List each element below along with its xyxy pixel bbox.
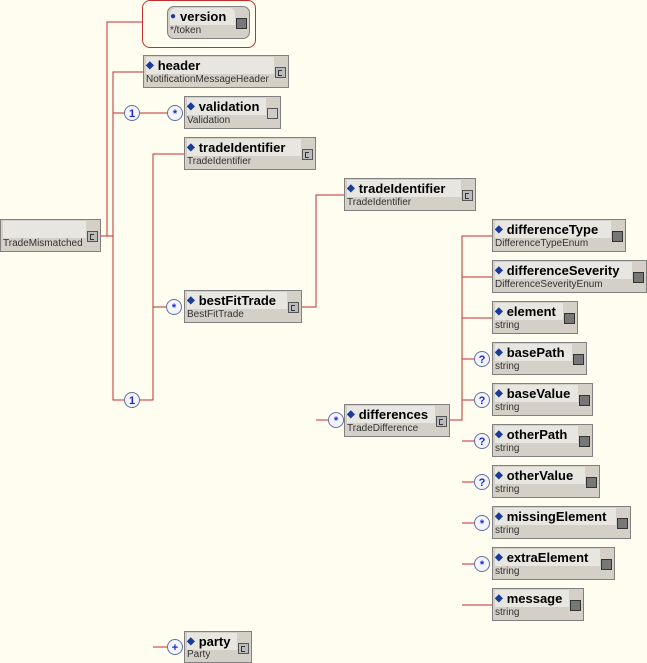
repeat-many-marker: * — [166, 299, 182, 315]
element-diamond-icon: ◆ — [146, 60, 154, 71]
element-diamond-icon: ◆ — [187, 636, 195, 647]
one-or-more-marker: + — [167, 639, 183, 655]
simple-type-icon — [570, 600, 581, 611]
element-tradeIdentifier[interactable]: ◆tradeIdentifier TradeIdentifier — [184, 137, 316, 170]
simple-type-icon — [586, 477, 597, 488]
optional-marker: ? — [474, 433, 490, 449]
element-message[interactable]: ◆message string — [492, 588, 584, 621]
complex-type-icon — [275, 67, 286, 78]
element-diamond-icon: ◆ — [347, 183, 355, 194]
simple-type-icon — [236, 18, 247, 29]
simple-type-icon — [564, 313, 575, 324]
element-diamond-icon: ◆ — [495, 347, 503, 358]
complex-type-icon — [436, 416, 447, 427]
simple-type-icon — [579, 395, 590, 406]
element-baseValue[interactable]: ◆baseValue string — [492, 383, 593, 416]
simple-type-icon — [617, 518, 628, 529]
complex-type-icon — [302, 149, 313, 160]
element-bestFitTrade-tradeIdentifier[interactable]: ◆tradeIdentifier TradeIdentifier — [344, 178, 476, 211]
simple-type-icon — [601, 559, 612, 570]
element-bestFitTrade[interactable]: ◆bestFitTrade BestFitTrade — [184, 290, 302, 323]
element-element[interactable]: ◆element string — [492, 301, 578, 334]
repeat-many-marker: * — [167, 105, 183, 121]
element-diamond-icon: ◆ — [187, 101, 195, 112]
element-party[interactable]: ◆party Party — [184, 631, 252, 663]
simple-type-icon — [633, 272, 644, 283]
element-diamond-icon: ◆ — [495, 224, 503, 235]
choice-one-marker: 1 — [124, 392, 140, 408]
element-missingElement[interactable]: ◆missingElement string — [492, 506, 631, 539]
element-diamond-icon: ◆ — [495, 429, 503, 440]
complex-type-icon — [288, 302, 299, 313]
element-differences[interactable]: ◆differences TradeDifference — [344, 404, 450, 437]
root-element-tradeMismatched[interactable]: TradeMismatched — [0, 219, 101, 252]
optional-marker: ? — [474, 474, 490, 490]
empty-type-icon — [267, 108, 278, 119]
element-otherValue[interactable]: ◆otherValue string — [492, 465, 600, 498]
attribute-version[interactable]: ●version */token — [167, 6, 250, 39]
repeat-many-marker: * — [474, 515, 490, 531]
complex-type-icon — [462, 190, 473, 201]
element-diamond-icon: ◆ — [495, 511, 503, 522]
attribute-dot-icon: ● — [170, 11, 177, 22]
choice-one-marker: 1 — [124, 105, 140, 121]
optional-marker: ? — [474, 392, 490, 408]
repeat-many-marker: * — [474, 556, 490, 572]
attribute-group — [142, 0, 256, 48]
complex-type-icon — [87, 231, 98, 242]
element-otherPath[interactable]: ◆otherPath string — [492, 424, 593, 457]
element-diamond-icon: ◆ — [495, 265, 503, 276]
element-differenceType[interactable]: ◆differenceType DifferenceTypeEnum — [492, 219, 626, 252]
optional-marker: ? — [474, 351, 490, 367]
complex-type-icon — [238, 643, 249, 654]
element-diamond-icon: ◆ — [495, 306, 503, 317]
simple-type-icon — [612, 231, 623, 242]
element-validation[interactable]: ◆validation Validation — [184, 96, 281, 129]
element-diamond-icon: ◆ — [495, 470, 503, 481]
simple-type-icon — [573, 354, 584, 365]
element-basePath[interactable]: ◆basePath string — [492, 342, 587, 375]
element-diamond-icon: ◆ — [495, 388, 503, 399]
element-diamond-icon: ◆ — [187, 295, 195, 306]
element-extraElement[interactable]: ◆extraElement string — [492, 547, 615, 580]
element-diamond-icon: ◆ — [495, 593, 503, 604]
element-differenceSeverity[interactable]: ◆differenceSeverity DifferenceSeverityEn… — [492, 260, 647, 293]
element-diamond-icon: ◆ — [187, 142, 195, 153]
element-diamond-icon: ◆ — [347, 409, 355, 420]
repeat-many-marker: * — [328, 412, 344, 428]
element-header[interactable]: ◆header NotificationMessageHeader — [143, 55, 289, 88]
element-diamond-icon: ◆ — [495, 552, 503, 563]
element-type: TradeMismatched — [3, 238, 83, 249]
simple-type-icon — [579, 436, 590, 447]
